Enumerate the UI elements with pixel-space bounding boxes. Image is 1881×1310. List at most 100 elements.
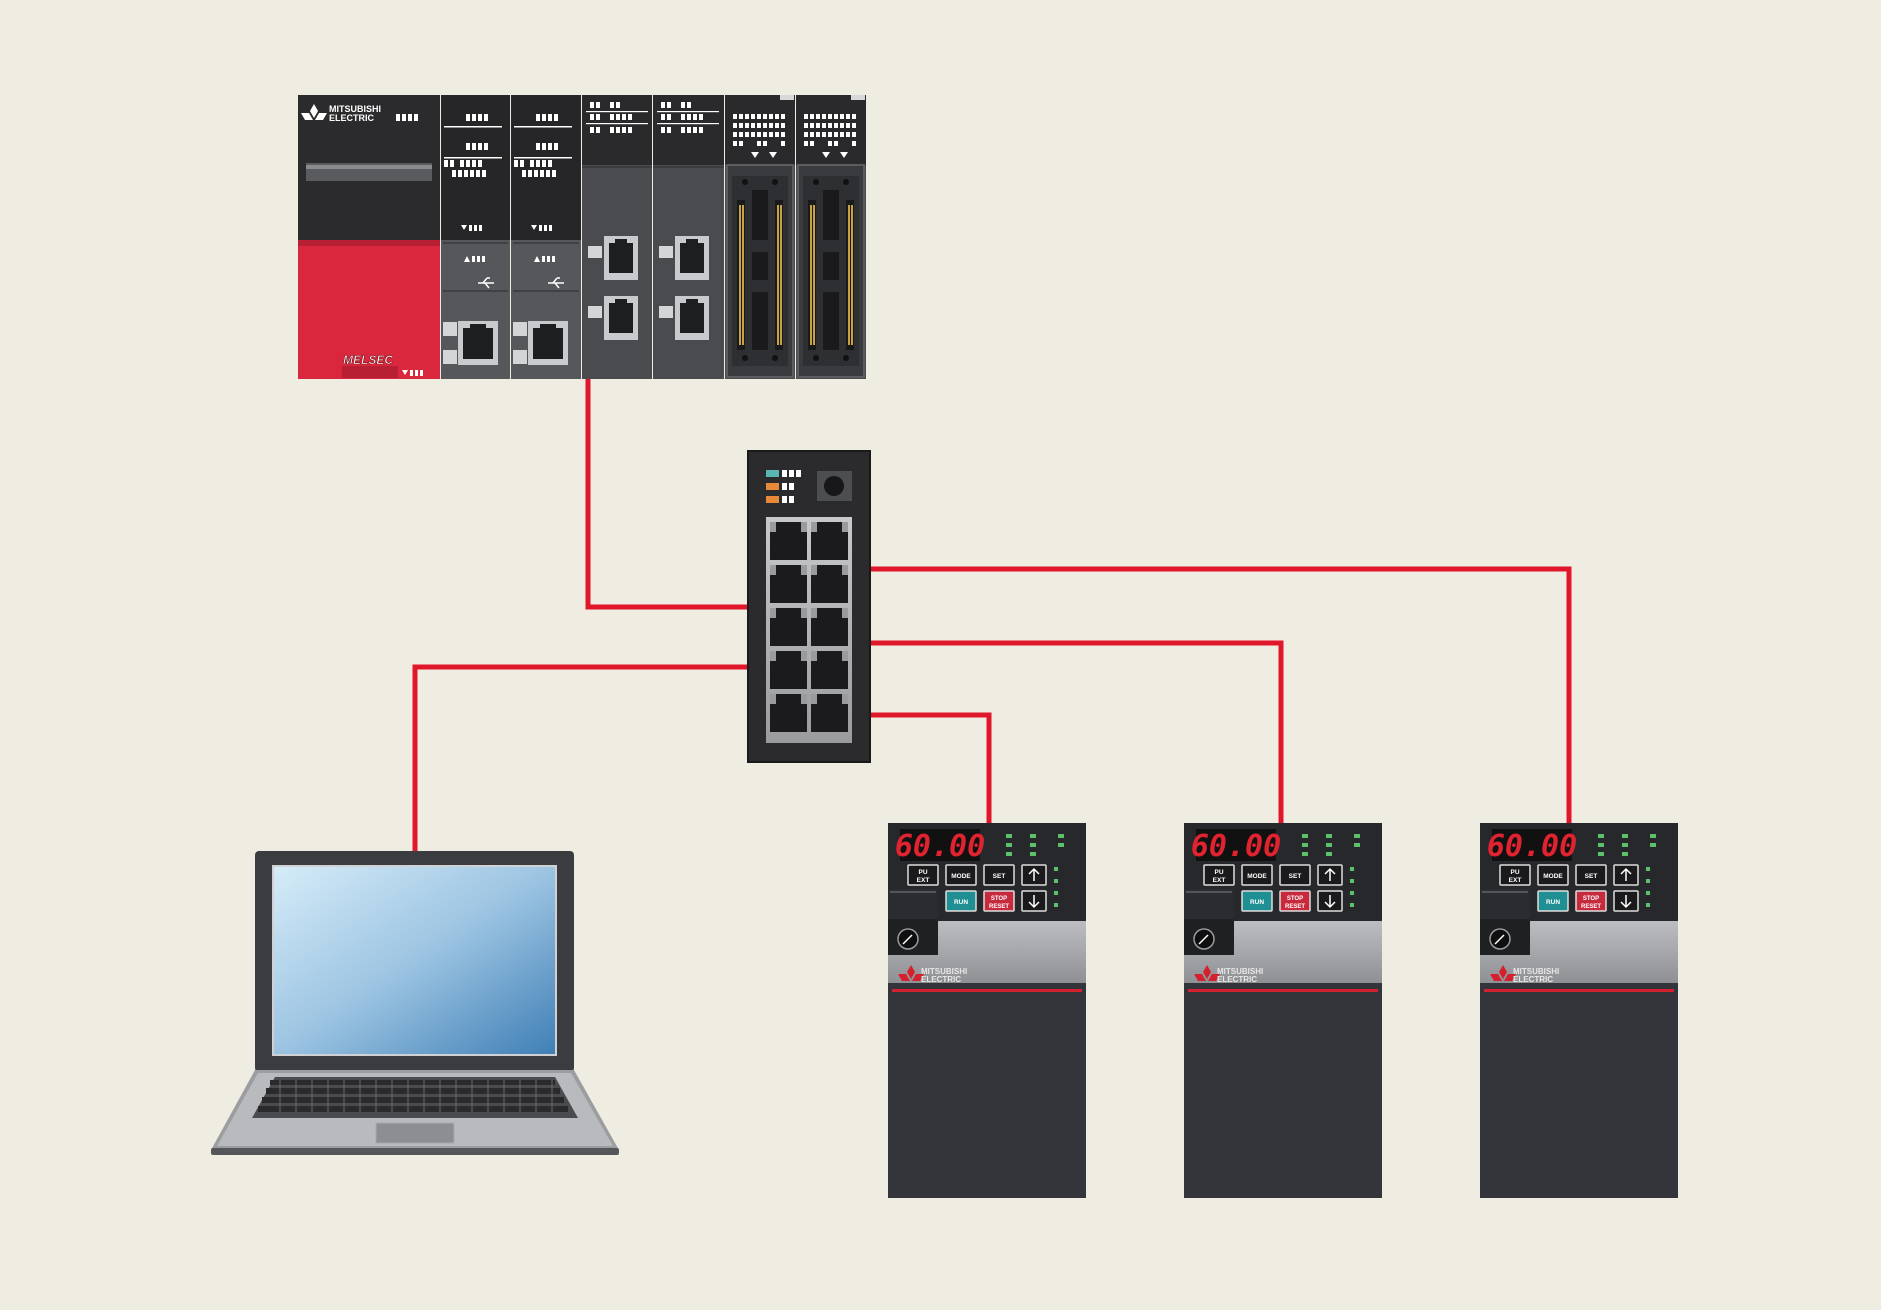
pu-ext-key-label-2: EXT: [1509, 877, 1522, 884]
pu-ext-key[interactable]: [1203, 864, 1235, 886]
set-key-label: SET: [993, 873, 1006, 880]
plc-cpu-module-1: [441, 95, 510, 379]
switch-ports: [770, 522, 848, 732]
ethernet-port-icon: [513, 321, 568, 365]
run-key[interactable]: [1241, 890, 1273, 912]
stop-key-label: STOP: [1287, 896, 1303, 902]
reset-key-label: RESET: [989, 904, 1009, 910]
plc-io-module-2: [796, 95, 866, 379]
cable-switch-to-inverter-3: [870, 566, 1572, 826]
mitsubishi-logo-icon: [301, 104, 327, 120]
stop-reset-key[interactable]: [1279, 890, 1311, 912]
ethernet-port-icon: [659, 296, 709, 340]
laptop-screen: [272, 865, 557, 1056]
plc-power-module: MITSUBISHI ELECTRIC MELSEC: [298, 95, 440, 379]
plc-series-badge: MELSEC: [343, 353, 393, 367]
pu-ext-key[interactable]: [1499, 864, 1531, 886]
ethernet-port-icon: [588, 236, 638, 280]
dial-knob-icon[interactable]: [1193, 928, 1215, 950]
arrow-up-icon: [1028, 867, 1040, 881]
mitsubishi-logo-icon: [1194, 965, 1220, 981]
inverter-display: [1492, 829, 1572, 861]
inverter-display-value: 60.00: [1487, 829, 1577, 864]
inverter-brand-line2: ELECTRIC: [1513, 975, 1553, 984]
pu-ext-key-label-2: EXT: [917, 877, 930, 884]
mode-key[interactable]: [945, 864, 977, 886]
network-cables: [412, 378, 1572, 853]
plc-network-module-1: [582, 95, 652, 379]
pu-ext-key-label-2: EXT: [1213, 877, 1226, 884]
mode-key-label: MODE: [951, 873, 971, 880]
arrow-up-icon: [1324, 867, 1336, 881]
ethernet-switch: [747, 450, 871, 763]
set-key[interactable]: [1279, 864, 1311, 886]
reset-key-label: RESET: [1285, 904, 1305, 910]
plc-cpu-module-2: [511, 95, 581, 379]
mitsubishi-logo-icon: [1490, 965, 1516, 981]
cable-laptop-to-switch: [412, 664, 749, 853]
stop-key-label: STOP: [1583, 896, 1599, 902]
stop-reset-key[interactable]: [1575, 890, 1607, 912]
pu-ext-key-label-1: PU: [1510, 869, 1519, 876]
arrow-down-icon: [1028, 895, 1040, 909]
cable-plc-to-switch: [585, 378, 749, 610]
ethernet-port-icon: [659, 236, 709, 280]
mode-key[interactable]: [1241, 864, 1273, 886]
pu-ext-key-label-1: PU: [1214, 869, 1223, 876]
inverter-brand-line2: ELECTRIC: [921, 975, 961, 984]
inverter-status-leds: [1006, 834, 1064, 907]
mitsubishi-logo-icon: [898, 965, 924, 981]
pu-ext-key[interactable]: [907, 864, 939, 886]
inverter-display-value: 60.00: [895, 829, 985, 864]
inverter-brand-line1: MITSUBISHI: [1217, 967, 1263, 976]
ethernet-port-icon: [443, 321, 498, 365]
plc-network-module-2: [653, 95, 724, 379]
reset-key-label: RESET: [1581, 904, 1601, 910]
usb-icon: [478, 277, 494, 289]
set-key[interactable]: [1575, 864, 1607, 886]
set-key-label: SET: [1289, 873, 1302, 880]
arrow-up-icon: [1620, 867, 1632, 881]
cable-switch-to-inverter-2: [870, 640, 1284, 826]
plc-brand-line1: MITSUBISHI: [329, 104, 381, 114]
cable-switch-to-inverter-1: [870, 712, 992, 826]
inverter-status-leds: [1598, 834, 1656, 907]
arrow-down-icon: [1324, 895, 1336, 909]
plc-rack: MITSUBISHI ELECTRIC MELSEC: [298, 95, 866, 379]
usb-icon: [548, 277, 564, 289]
laptop-keyboard: [252, 1077, 578, 1118]
inverter-brand-line1: MITSUBISHI: [921, 967, 967, 976]
switch-status-leds: [766, 470, 801, 503]
mode-key-label: MODE: [1247, 873, 1267, 880]
dial-knob-icon[interactable]: [897, 928, 919, 950]
laptop: [211, 851, 619, 1155]
inverter-display: [1196, 829, 1276, 861]
laptop-touchpad: [375, 1122, 455, 1144]
stop-reset-key[interactable]: [983, 890, 1015, 912]
arrow-down-icon: [1620, 895, 1632, 909]
pu-ext-key-label-1: PU: [918, 869, 927, 876]
mode-key[interactable]: [1537, 864, 1569, 886]
run-key-label: RUN: [1546, 899, 1560, 906]
inverter-brand-line2: ELECTRIC: [1217, 975, 1257, 984]
ethernet-port-icon: [588, 296, 638, 340]
inverter-display-value: 60.00: [1191, 829, 1281, 864]
inverter-display: [900, 829, 980, 861]
inverter-brand-line1: MITSUBISHI: [1513, 967, 1559, 976]
set-key[interactable]: [983, 864, 1015, 886]
plc-brand-line2: ELECTRIC: [329, 113, 375, 123]
run-key[interactable]: [1537, 890, 1569, 912]
run-key-label: RUN: [954, 899, 968, 906]
inverter-status-leds: [1302, 834, 1360, 907]
dial-knob-icon[interactable]: [1489, 928, 1511, 950]
plc-status-leds: [396, 114, 418, 121]
set-key-label: SET: [1585, 873, 1598, 880]
mode-key-label: MODE: [1543, 873, 1563, 880]
run-key-label: RUN: [1250, 899, 1264, 906]
plc-io-module-1: [725, 95, 795, 379]
run-key[interactable]: [945, 890, 977, 912]
